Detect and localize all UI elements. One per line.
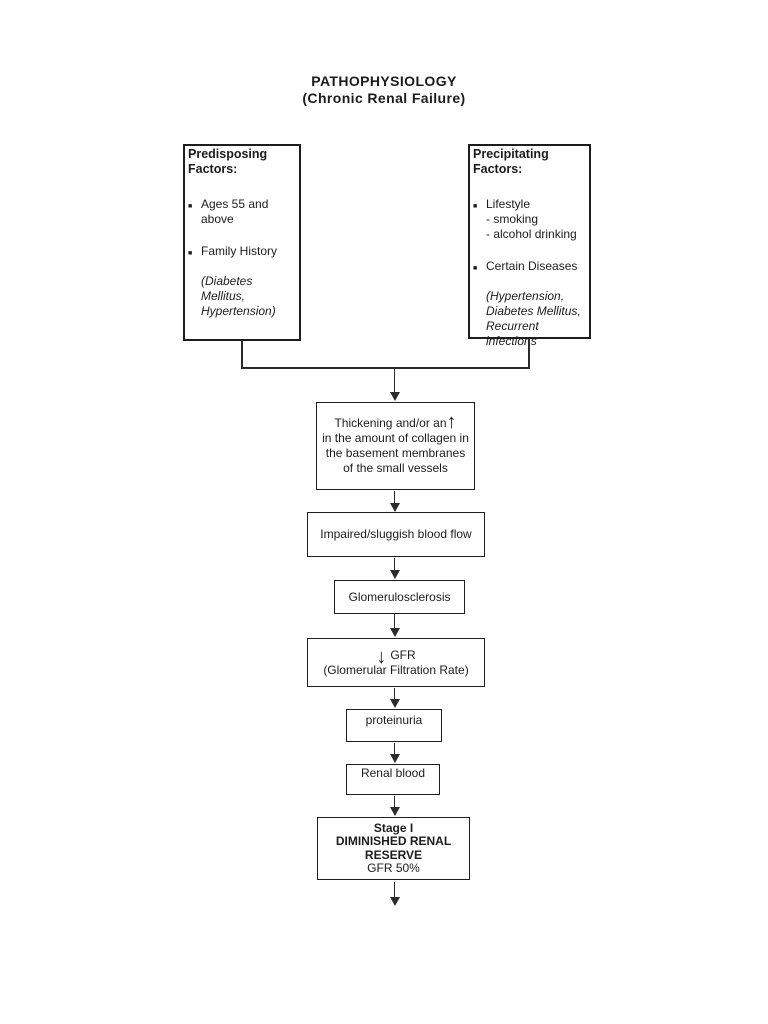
flow-box-renal-blood: Renal blood bbox=[346, 764, 440, 795]
collagen-rest: in the amount of collagen in the basemen… bbox=[322, 431, 469, 475]
flow-arrow-down-icon bbox=[389, 688, 400, 708]
connector-line-left bbox=[241, 340, 243, 369]
predisposing-item-ages: Ages 55 and above bbox=[201, 197, 269, 226]
flow-box-collagen-thickening: Thickening and/or an↑ in the amount of c… bbox=[316, 402, 475, 490]
flow-arrow-down-icon bbox=[389, 743, 400, 763]
arrow-stem bbox=[393, 558, 396, 570]
flow-box-decreased-gfr: ↓GFR (Glomerular Filtration Rate) bbox=[307, 638, 485, 687]
collagen-line1: Thickening and/or an↑ bbox=[334, 412, 456, 432]
arrow-head bbox=[389, 897, 400, 906]
gfr-label: GFR bbox=[390, 647, 416, 662]
flow-box-glomerulosclerosis: Glomerulosclerosis bbox=[334, 580, 465, 614]
arrow-head bbox=[389, 807, 400, 816]
arrow-head bbox=[389, 503, 400, 512]
arrow-head bbox=[389, 699, 400, 708]
title-line1: PATHOPHYSIOLOGY bbox=[311, 73, 457, 89]
arrow-head bbox=[389, 754, 400, 763]
decrease-arrow-icon: ↓ bbox=[376, 645, 387, 668]
predisposing-factors-box: Predisposing Factors: ■ Ages 55 and abov… bbox=[183, 144, 301, 341]
list-item: ■ Family History (Diabetes Mellitus, Hyp… bbox=[188, 244, 296, 319]
final-arrow-down-icon bbox=[389, 882, 400, 906]
connector-line-right bbox=[528, 338, 530, 369]
arrow-head bbox=[389, 628, 400, 637]
gfr-line1: ↓GFR bbox=[376, 647, 416, 667]
glomerulosclerosis-label: Glomerulosclerosis bbox=[348, 589, 451, 604]
arrow-stem bbox=[393, 688, 396, 699]
stage1-gfr-value: GFR 50% bbox=[367, 861, 420, 875]
gfr-line2: (Glomerular Filtration Rate) bbox=[323, 662, 469, 677]
arrow-stem bbox=[393, 491, 396, 503]
precipitating-heading: Precipitating Factors: bbox=[473, 147, 549, 176]
square-bullet-icon: ■ bbox=[188, 203, 193, 210]
increase-arrow-icon: ↑ bbox=[446, 411, 457, 433]
flow-box-impaired-blood-flow: Impaired/sluggish blood flow bbox=[307, 512, 485, 557]
arrow-stem bbox=[393, 796, 396, 807]
proteinuria-label: proteinuria bbox=[365, 713, 423, 727]
flow-box-stage-1: Stage I DIMINISHED RENAL RESERVE GFR 50% bbox=[317, 817, 470, 880]
family-history-label: Family History bbox=[201, 244, 278, 258]
list-item: ■ Certain Diseases (Hypertension, Diabet… bbox=[473, 259, 586, 349]
renal-blood-label: Renal blood bbox=[360, 766, 426, 780]
family-history-detail: (Diabetes Mellitus, Hypertension) bbox=[201, 274, 276, 318]
precipitating-item-diseases: Certain Diseases (Hypertension, Diabetes… bbox=[486, 259, 586, 349]
title-line2: (Chronic Renal Failure) bbox=[302, 90, 466, 106]
connector-line-horizontal bbox=[241, 367, 530, 369]
flow-box-proteinuria: proteinuria bbox=[346, 709, 442, 742]
arrow-stem bbox=[393, 614, 396, 628]
list-item: ■ Ages 55 and above bbox=[188, 197, 296, 227]
flow-arrow-down-icon bbox=[389, 558, 400, 579]
arrow-stem bbox=[393, 743, 396, 754]
flow-arrow-down-icon bbox=[389, 796, 400, 816]
impaired-blood-flow-label: Impaired/sluggish blood flow bbox=[320, 527, 472, 541]
predisposing-heading: Predisposing Factors: bbox=[188, 147, 268, 176]
flow-arrow-down-icon bbox=[389, 614, 400, 637]
precipitating-factors-box: Precipitating Factors: ■ Lifestyle - smo… bbox=[468, 144, 591, 348]
collagen-line1-text: Thickening and/or an bbox=[334, 416, 447, 430]
certain-diseases-detail: (Hypertension, Diabetes Mellitus, Recurr… bbox=[486, 289, 581, 348]
square-bullet-icon: ■ bbox=[473, 265, 478, 272]
connector-arrow-down-icon bbox=[389, 368, 400, 401]
precipitating-item-lifestyle: Lifestyle - smoking - alcohol drinking bbox=[486, 197, 577, 241]
stage1-title: Stage I bbox=[373, 820, 414, 835]
list-item: ■ Lifestyle - smoking - alcohol drinking bbox=[473, 197, 586, 242]
arrow-stem bbox=[393, 368, 396, 392]
page-title: PATHOPHYSIOLOGY (Chronic Renal Failure) bbox=[0, 73, 768, 107]
stage1-diminished-renal-reserve: DIMINISHED RENAL RESERVE bbox=[335, 834, 452, 862]
arrow-stem bbox=[393, 882, 396, 897]
predisposing-item-family-history: Family History (Diabetes Mellitus, Hyper… bbox=[201, 244, 296, 319]
square-bullet-icon: ■ bbox=[473, 203, 478, 210]
certain-diseases-label: Certain Diseases bbox=[486, 259, 578, 273]
arrow-head bbox=[389, 392, 400, 401]
flow-arrow-down-icon bbox=[389, 491, 400, 512]
square-bullet-icon: ■ bbox=[188, 250, 193, 257]
arrow-head bbox=[389, 570, 400, 579]
